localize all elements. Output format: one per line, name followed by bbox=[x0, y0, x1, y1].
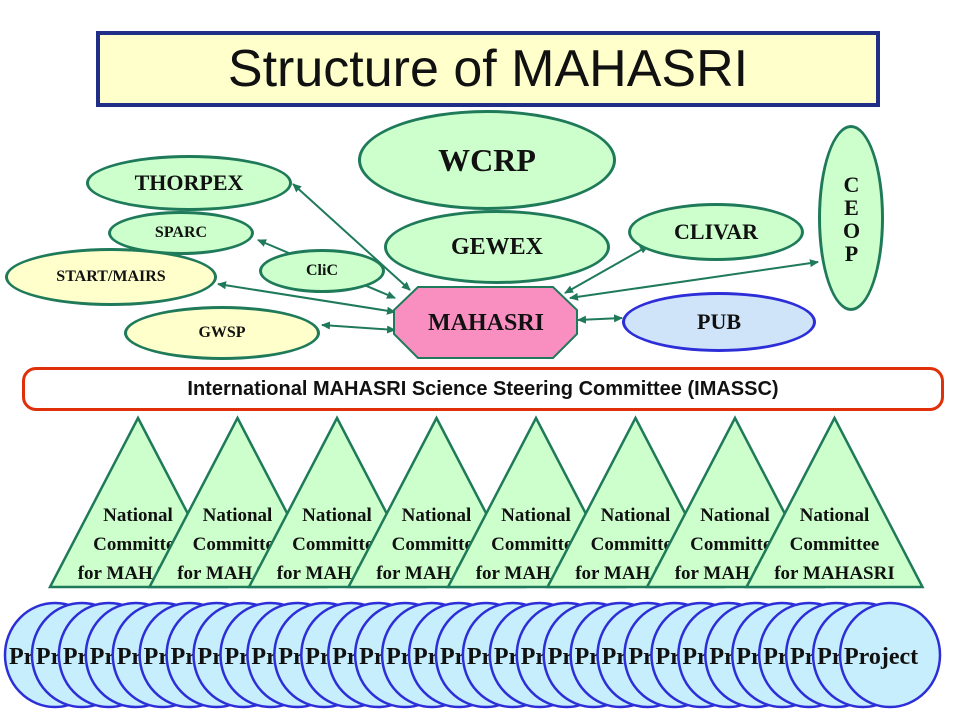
project-label: Project bbox=[171, 644, 245, 670]
national-committee-label: National bbox=[302, 505, 372, 526]
pub-oval: PUB bbox=[622, 292, 816, 352]
imassc-banner: International MAHASRI Science Steering C… bbox=[22, 367, 944, 411]
national-committee-label: Committee bbox=[591, 534, 681, 555]
project-label: Project bbox=[575, 644, 649, 670]
start-mairs-oval: START/MAIRS bbox=[5, 248, 217, 306]
clic-label: CliC bbox=[306, 262, 338, 279]
project-label: Project bbox=[144, 644, 218, 670]
gewex-label: GEWEX bbox=[450, 233, 543, 260]
gewex-oval: GEWEX bbox=[384, 210, 610, 284]
arrow-mahasri-ceop bbox=[569, 259, 819, 301]
project-label: Project bbox=[440, 644, 514, 670]
page-title: Structure of MAHASRI bbox=[227, 40, 749, 98]
arrow-mahasri-start bbox=[217, 281, 396, 315]
clivar-oval: CLIVAR bbox=[628, 203, 804, 261]
start-mairs-label: START/MAIRS bbox=[56, 268, 166, 285]
project-label: Project bbox=[844, 644, 918, 670]
project-label: Project bbox=[359, 644, 433, 670]
project-label: Project bbox=[709, 644, 783, 670]
project-label: Project bbox=[332, 644, 406, 670]
wcrp-oval: WCRP bbox=[358, 110, 616, 210]
national-committee-label: National bbox=[501, 505, 571, 526]
project-label: Project bbox=[117, 644, 191, 670]
arrow-mahasri-pub bbox=[577, 314, 623, 324]
gwsp-label: GWSP bbox=[198, 324, 246, 341]
national-committee-label: Committee bbox=[93, 534, 183, 555]
project-label: Project bbox=[90, 644, 164, 670]
thorpex-oval: THORPEX bbox=[86, 155, 292, 211]
project-label: Project bbox=[655, 644, 729, 670]
title-box: Structure of MAHASRI bbox=[96, 31, 880, 107]
clic-oval: CliC bbox=[259, 249, 385, 293]
ceop-label: CEOP bbox=[839, 172, 864, 264]
national-committee-label: National bbox=[700, 505, 770, 526]
project-circle bbox=[838, 601, 942, 709]
project-label: Project bbox=[305, 644, 379, 670]
national-committee-label: Committee bbox=[491, 534, 581, 555]
project-label: Project bbox=[602, 644, 676, 670]
project-label: Project bbox=[198, 644, 272, 670]
project-label: Project bbox=[817, 644, 891, 670]
project-label: Project bbox=[467, 644, 541, 670]
project-label: Project bbox=[790, 644, 864, 670]
project-label: Project bbox=[629, 644, 703, 670]
project-label: Project bbox=[548, 644, 622, 670]
project-label: Project bbox=[251, 644, 325, 670]
project: Project bbox=[838, 601, 942, 709]
sparc-label: SPARC bbox=[154, 224, 208, 241]
national-committee-label: National bbox=[103, 505, 173, 526]
project-label: Project bbox=[682, 644, 756, 670]
national-committee-triangle bbox=[744, 415, 925, 589]
national-committee-label: Committee bbox=[790, 534, 880, 555]
pub-label: PUB bbox=[697, 309, 741, 334]
wcrp-label: WCRP bbox=[438, 141, 536, 178]
national-committee-label: National bbox=[203, 505, 273, 526]
national-committee-label: Committee bbox=[292, 534, 382, 555]
project-label: Project bbox=[386, 644, 460, 670]
national-committee-label: National bbox=[601, 505, 671, 526]
national-committee-label: Committee bbox=[392, 534, 482, 555]
project-label: Project bbox=[278, 644, 352, 670]
ceop-oval: CEOP bbox=[818, 125, 884, 311]
thorpex-label: THORPEX bbox=[134, 170, 244, 195]
arrow-mahasri-gwsp bbox=[321, 321, 396, 334]
project-label: Project bbox=[494, 644, 568, 670]
project-label: Project bbox=[63, 644, 137, 670]
national-committee-label: Committee bbox=[193, 534, 283, 555]
clivar-label: CLIVAR bbox=[674, 219, 758, 244]
national-committee-label: Committee bbox=[690, 534, 780, 555]
national-committee-label: National bbox=[800, 505, 870, 526]
project-label: Project bbox=[413, 644, 487, 670]
project-label: Project bbox=[763, 644, 837, 670]
projects: ProjectProjectProjectProjectProjectProje… bbox=[3, 601, 942, 709]
project-label: Project bbox=[9, 644, 83, 670]
gwsp-oval: GWSP bbox=[124, 306, 320, 360]
imassc-label: International MAHASRI Science Steering C… bbox=[187, 377, 779, 400]
project-label: Project bbox=[36, 644, 110, 670]
project-label: Project bbox=[736, 644, 810, 670]
project-label: Project bbox=[224, 644, 298, 670]
national-committee-label: for MAHASRI bbox=[774, 563, 895, 584]
project-label: Project bbox=[521, 644, 595, 670]
national-committee-label: National bbox=[402, 505, 472, 526]
